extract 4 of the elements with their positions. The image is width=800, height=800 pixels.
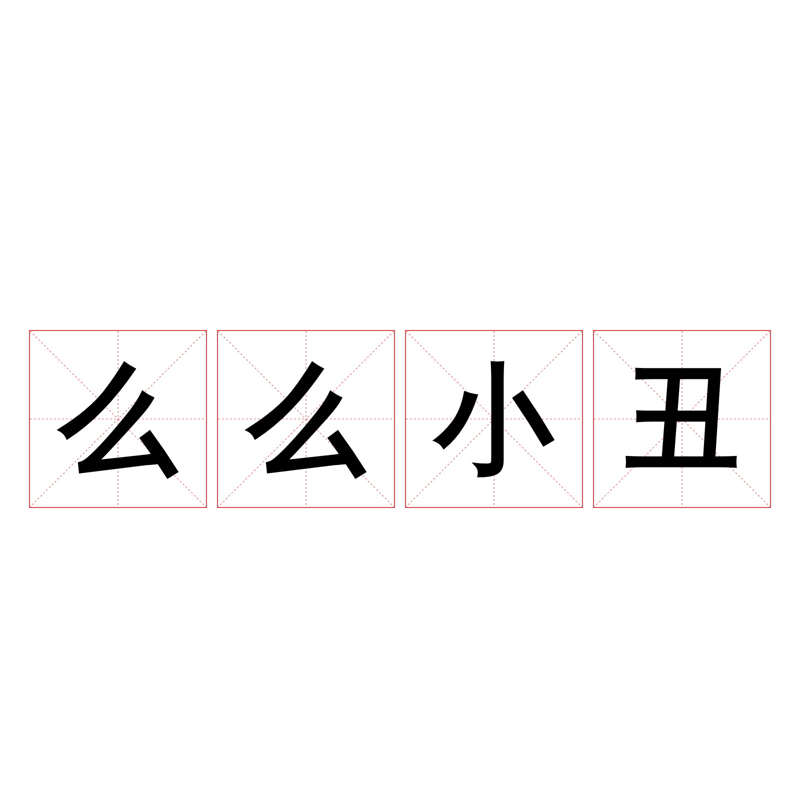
character: 么	[247, 360, 365, 478]
character: 小	[435, 360, 553, 478]
character: 么	[59, 360, 177, 478]
character: 丑	[623, 360, 741, 478]
